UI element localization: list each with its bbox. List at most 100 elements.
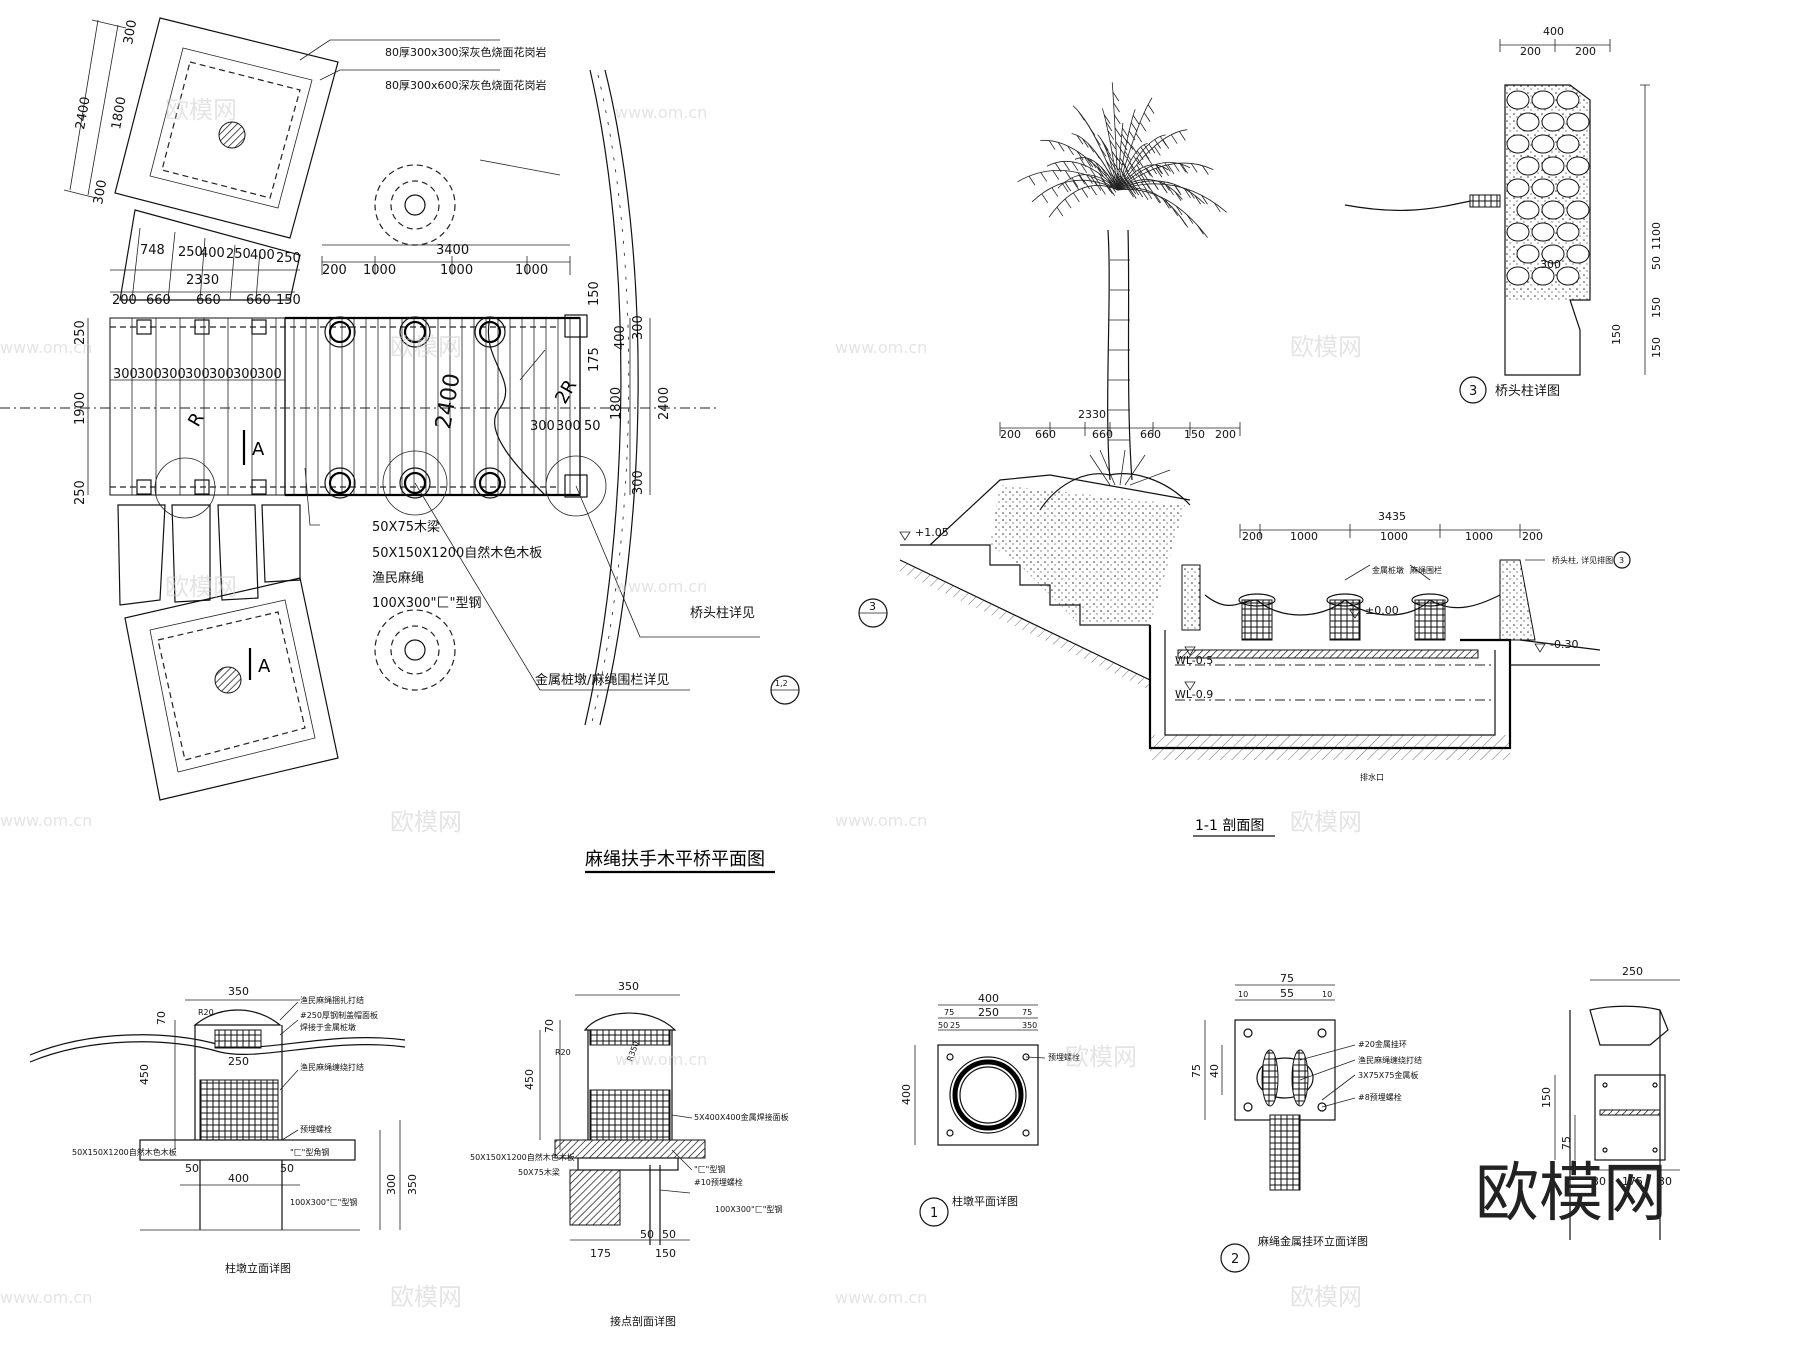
finish-label-300x600: 80厚300x600深灰色烧面花岗岩 [385,78,547,92]
palm-leaflet [1132,115,1140,125]
rubble-stone [1556,134,1580,154]
palm-leaflet [1083,117,1090,128]
palm-leaflet [1040,172,1048,182]
dim-text: 660 [146,293,171,308]
palm-leaflet [1155,164,1163,174]
rubble-stone [1566,200,1590,220]
palm-leaflet [1078,175,1086,185]
dim-text: 300 [530,419,555,434]
palm-leaflet [1090,185,1097,196]
pier-label: 焊接于金属桩墩 [300,1022,356,1032]
dim-text: 30 [1658,1175,1672,1188]
rubble-stone [1531,134,1555,154]
ring-label: 3X75X75金属板 [1358,1070,1418,1080]
palm-leaflet [1113,114,1121,125]
dim-text: 450 [138,1064,151,1085]
palm-leaflet [1057,142,1065,152]
rope-wrap [199,1079,279,1141]
palm-leaflet [1099,147,1107,157]
dim-text: 40 [1208,1064,1221,1078]
palm-leaflet [1109,139,1117,150]
palm-leaflet [1093,175,1101,185]
dim-text: 300 [161,367,186,382]
dim-text: 400 [900,1084,913,1105]
tree-pit-symbol [218,121,246,149]
palm-leaflet [1094,136,1101,146]
palm-leaflet [1213,202,1221,213]
finish-label-300x300: 80厚300x300深灰色烧面花岗岩 [385,45,547,59]
dim-text: 75 [1022,1008,1032,1017]
dim-text: 50 [584,419,601,434]
watermark-brand: 欧模网 [390,1283,462,1311]
bottom-granite-square [124,577,339,801]
detail-ring-elevation: 75 10 55 10 75 40 #20金属挂环 渔民麻绳缠绕打结 3X75X… [1190,972,1422,1273]
ring-label: #8预埋螺栓 [1358,1092,1402,1102]
dim-text: 350 [228,985,249,998]
brand-logo: 欧模网 [1475,1157,1667,1231]
palm-leaflet [1106,152,1114,163]
level-mark: WL-0.5 [1175,654,1213,667]
pier-label: 渔民麻绳缠绕打结 [300,1062,364,1072]
level-mark: -0.30 [1550,638,1578,651]
label-drain: 排水口 [1360,772,1384,782]
watermark-site: www.om.cn [615,1050,707,1069]
rubble-stone [1566,112,1590,132]
rope [1344,199,1500,212]
watermark-brand: 欧模网 [1290,333,1362,361]
note-rope: 渔民麻绳 [372,571,424,586]
dim-text: 150 [276,293,301,308]
palm-leaflet [1135,132,1143,143]
palm-leaflet [1139,122,1147,132]
palm-frond [1048,185,1119,218]
rubble-stone [1566,156,1590,176]
note-head-post-ref: 桥头柱详见 [690,606,755,621]
palm-leaflet [1098,173,1106,183]
dim-text: 300 [385,1174,398,1195]
dim-text: 300 [233,367,258,382]
dim-text: 300 [113,367,138,382]
palm-leaflet [1088,126,1096,136]
palm-leaflet [1147,104,1155,114]
palm-leaflet [1077,172,1085,182]
palm-leaflet [1181,164,1189,174]
palm-leaflet [1071,177,1079,188]
timber-deck [284,317,581,496]
watermark-brand: 欧模网 [390,808,462,836]
rubble-stone [1506,266,1530,286]
palm-frond [1117,162,1191,191]
dim-text: 250 [226,247,251,262]
palm-leaflet [1140,181,1148,192]
palm-tree [1017,82,1227,238]
palm-leaflet [1087,143,1095,153]
palm-leaflet [1099,157,1106,167]
palm-leaflet [1162,166,1169,176]
dim-text: 2330 [186,273,219,288]
palm-leaflet [1174,191,1182,201]
dim-text: 50 [280,1162,294,1175]
dim-text: 50 [938,1021,948,1030]
rubble-stone [1506,222,1530,242]
section-title: 1-1 剖面图 [1195,818,1264,834]
palm-leaflet [1163,199,1170,209]
palm-leaflet [1179,216,1187,226]
palm-leaflet [1186,214,1194,224]
palm-leaflet [1108,180,1115,190]
dim-text: 75 [1560,1136,1573,1150]
palm-leaflet [1105,166,1112,177]
palm-leaflet [1108,186,1115,196]
palm-leaflet [1143,112,1151,123]
palm-frond [1031,179,1119,203]
palm-frond [1072,105,1119,191]
rubble-stone [1516,244,1540,264]
rubble-stone [1556,178,1580,198]
dim-text: 175 [1622,1175,1643,1188]
palm-leaflet [1056,206,1064,217]
palm-leaflet [1146,183,1154,194]
rubble-stone [1516,156,1540,176]
dim-text: 1800 [109,95,130,130]
palm-leaflet [1133,155,1140,166]
palm-leaflet [1076,135,1084,145]
pier-label: #250厚钢制盖帽面板 [300,1010,378,1020]
palm-leaflet [1099,185,1106,195]
